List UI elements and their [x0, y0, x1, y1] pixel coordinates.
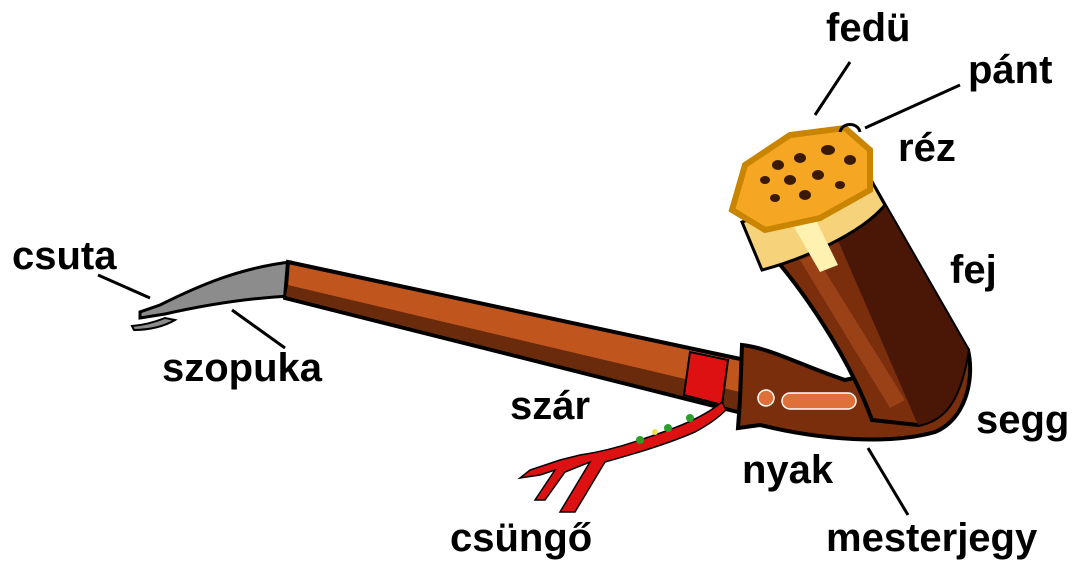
label-szar: szár: [510, 384, 591, 428]
label-pant: pánt: [968, 48, 1053, 92]
leader-csuta: [97, 273, 151, 300]
leader-pant: [864, 83, 961, 130]
tassel-bead-1: [636, 436, 644, 444]
maker-mark: [757, 389, 857, 410]
leader-mesterjegy: [866, 447, 910, 516]
mouthpiece: [130, 260, 292, 332]
label-csungo: csüngő: [450, 516, 593, 560]
hinge-loop: [838, 123, 862, 133]
label-szopuka: szopuka: [162, 346, 323, 390]
lid-body: [728, 124, 873, 234]
stem-shade: [286, 285, 740, 410]
maker-mark-circle: [757, 389, 775, 407]
label-nyak: nyak: [742, 448, 834, 492]
stem-ring: [682, 350, 730, 407]
tassel-bead-2: [664, 424, 672, 432]
maker-mark-plate: [781, 392, 857, 410]
label-fedu: fedü: [826, 6, 911, 50]
tassel-cord: [517, 400, 727, 513]
mouthpiece-body: [138, 260, 292, 320]
label-rez: réz: [898, 126, 956, 170]
tassel: [517, 400, 727, 513]
label-csuta: csuta: [12, 234, 117, 278]
label-fej: fej: [950, 248, 997, 292]
leader-lines: [97, 61, 961, 516]
lid: [728, 123, 873, 234]
leader-fedu: [813, 61, 852, 116]
tassel-bead-4: [652, 429, 658, 435]
bowl-highlight: [800, 255, 905, 408]
label-mesterjegy: mesterjegy: [826, 516, 1038, 560]
brass-band-light: [790, 212, 838, 272]
tassel-bead-3: [686, 414, 694, 422]
bowl-shadow: [830, 188, 968, 425]
lid-holes: [760, 145, 856, 202]
mouthpiece-tip: [130, 316, 178, 332]
leader-szopuka: [231, 308, 286, 350]
label-segg: segg: [976, 398, 1070, 442]
